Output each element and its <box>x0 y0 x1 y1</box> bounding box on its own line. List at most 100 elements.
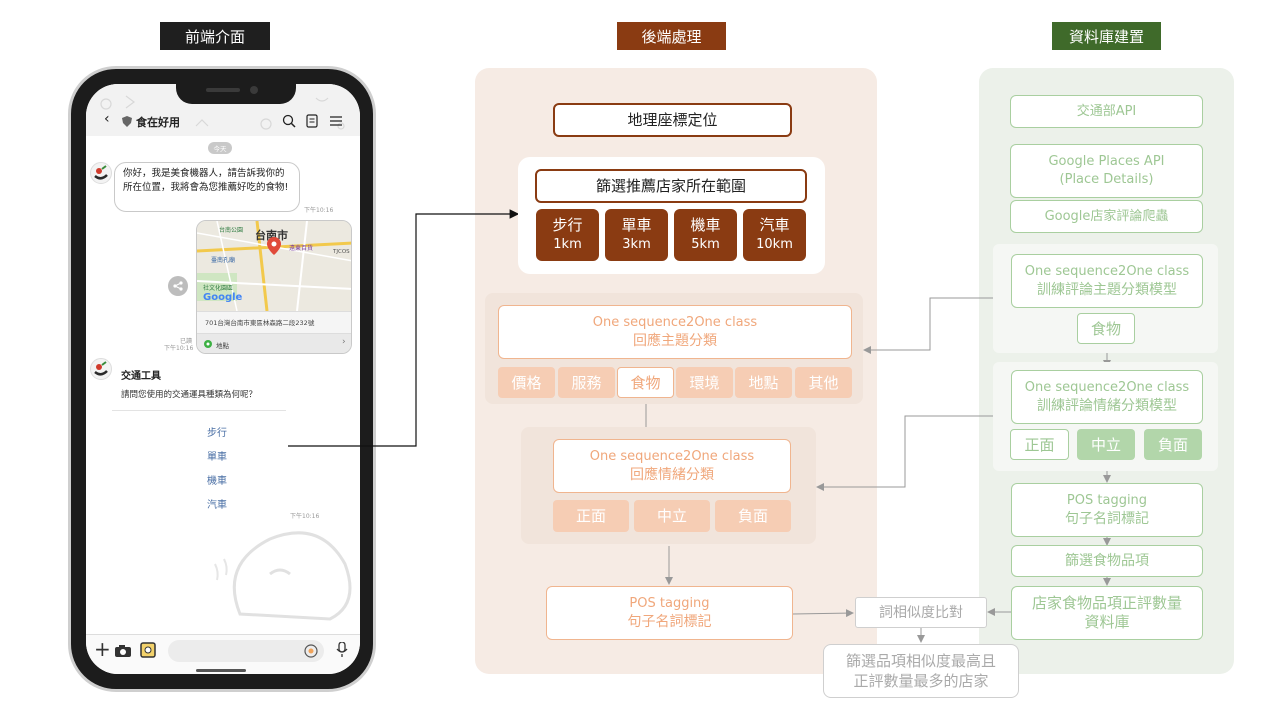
food-label: 食物 <box>1090 319 1121 338</box>
share-icon <box>173 281 183 291</box>
map-pin-icon <box>267 237 281 255</box>
sentiment-classifier-line2: 回應情緒分類 <box>630 467 714 483</box>
sentiment-classifier-line1: One sequence2One class <box>589 449 755 464</box>
map-poi-label: 臺南孔廟 <box>211 257 236 264</box>
transport-walk: 步行 1km <box>536 209 599 261</box>
transport-car: 汽車 10km <box>743 209 806 261</box>
address-text: 701台灣台南市東區林森路二段232號 <box>205 319 315 327</box>
timestamp: 下午10:16 <box>164 345 194 352</box>
read-receipt: 已讀 <box>180 338 193 345</box>
divider <box>112 410 286 411</box>
plus-icon[interactable]: + <box>94 637 111 661</box>
filter-food-box: 篩選食物品項 <box>1011 545 1203 577</box>
frontend-header: 前端介面 <box>160 22 270 50</box>
transport-mode: 汽車 <box>759 216 790 234</box>
option-car[interactable]: 汽車 <box>207 500 227 511</box>
location-label: 地點 <box>216 342 229 350</box>
topic-label: 地點 <box>748 373 779 392</box>
image-icon[interactable] <box>140 642 156 658</box>
option-bike[interactable]: 單車 <box>207 452 227 463</box>
sentiment-classifier-box: One sequence2One class 回應情緒分類 <box>553 439 791 493</box>
topic-model-line1: One sequence2One class <box>1024 264 1190 279</box>
places-api-line1: Google Places API <box>1048 154 1165 169</box>
transport-motorcycle: 機車 5km <box>674 209 737 261</box>
pos-tagging-box: POS tagging 句子名詞標記 <box>546 586 793 640</box>
topic-service: 服務 <box>558 367 615 398</box>
transport-mode: 步行 <box>552 216 583 234</box>
shield-icon <box>122 116 132 127</box>
bot-avatar[interactable] <box>90 358 112 380</box>
bot-avatar[interactable] <box>90 162 112 184</box>
notes-icon[interactable] <box>306 114 318 128</box>
food-database-line1: 店家食物品項正評數量 <box>1031 594 1182 612</box>
menu-icon[interactable] <box>330 115 342 127</box>
camera-icon[interactable] <box>114 644 132 658</box>
chevron-right-icon: › <box>342 337 346 347</box>
result-box: 篩選品項相似度最高且 正評數量最多的店家 <box>823 644 1019 698</box>
db-sentiment-positive: 正面 <box>1010 429 1069 460</box>
phone-notch <box>176 82 296 104</box>
topic-label: 其他 <box>808 373 839 392</box>
transport-bike: 單車 3km <box>605 209 668 261</box>
sentiment-neutral: 中立 <box>634 500 710 532</box>
sentiment-label: 正面 <box>1024 435 1055 454</box>
phone-screen: ‹ 食在好用 今天 你好，我是美食機器人，請告訴我你的所在位置，我將會為您推薦好… <box>86 84 360 674</box>
food-database-box: 店家食物品項正評數量 資料庫 <box>1011 586 1203 640</box>
food-chip: 食物 <box>1077 313 1135 344</box>
sentiment-label: 正面 <box>575 507 606 525</box>
date-chip: 今天 <box>208 142 232 154</box>
food-database-line2: 資料庫 <box>1084 613 1130 631</box>
db-sentiment-negative: 負面 <box>1144 429 1202 460</box>
map-city-label: 台南市 <box>255 229 288 242</box>
transport-api-box: 交通部API <box>1010 95 1203 128</box>
topic-model-line2: 訓練評論主題分類模型 <box>1037 282 1177 298</box>
search-icon[interactable] <box>282 114 296 128</box>
map-poi-label: 社文化園區 <box>203 285 234 292</box>
sentiment-model-line1: One sequence2One class <box>1024 380 1190 395</box>
map-poi-label: TJCOS <box>333 249 350 255</box>
geo-positioning-label: 地理座標定位 <box>627 111 718 129</box>
topic-classifier-box: One sequence2One class 回應主題分類 <box>498 305 852 359</box>
sentiment-positive: 正面 <box>553 500 629 532</box>
backend-header: 後端處理 <box>617 22 726 50</box>
places-api-box: Google Places API (Place Details) <box>1010 144 1203 198</box>
db-pos-tagging-line2: 句子名詞標記 <box>1065 511 1149 527</box>
pos-tagging-line1: POS tagging <box>629 596 710 611</box>
sentiment-label: 負面 <box>737 507 768 525</box>
timestamp: 下午10:16 <box>304 207 334 214</box>
share-button[interactable] <box>168 276 188 296</box>
microphone-icon[interactable] <box>336 642 348 658</box>
similarity-box: 詞相似度比對 <box>855 597 987 628</box>
topic-price: 價格 <box>498 367 555 398</box>
option-walk[interactable]: 步行 <box>207 428 227 439</box>
transport-distance: 1km <box>553 237 582 252</box>
topic-label: 環境 <box>689 373 720 392</box>
google-logo: Google <box>203 292 243 303</box>
review-crawler-label: Google店家評論爬蟲 <box>1044 208 1169 224</box>
card-title: 交通工具 <box>121 371 161 382</box>
transport-mode: 單車 <box>621 216 652 234</box>
front-camera-icon <box>250 86 258 94</box>
timestamp: 下午10:16 <box>290 513 320 520</box>
home-indicator <box>196 669 246 672</box>
topic-classifier-line2: 回應主題分類 <box>633 333 717 349</box>
option-motorcycle[interactable]: 機車 <box>207 476 227 487</box>
transport-mode: 機車 <box>690 216 721 234</box>
transport-distance: 5km <box>691 237 720 252</box>
topic-classifier-line1: One sequence2One class <box>592 315 758 330</box>
back-chevron-icon[interactable]: ‹ <box>104 111 110 127</box>
topic-location: 地點 <box>735 367 792 398</box>
message-input[interactable] <box>168 640 324 662</box>
map-poi-label: 台南公園 <box>219 227 244 234</box>
pos-tagging-line2: 句子名詞標記 <box>627 614 712 630</box>
map-card[interactable]: 台南市 台南公園 遠東百貨 臺南孔廟 社文化園區 TJCOS Google 70… <box>196 220 352 354</box>
range-filter-title: 篩選推薦店家所在範圍 <box>595 177 746 195</box>
topic-label: 食物 <box>630 373 661 392</box>
topic-model-box: One sequence2One class 訓練評論主題分類模型 <box>1011 254 1203 308</box>
emoji-icon[interactable] <box>304 644 318 658</box>
transport-distance: 10km <box>756 237 793 252</box>
card-question: 請問您使用的交通運具種類為何呢？ <box>121 390 258 400</box>
sentiment-label: 中立 <box>656 507 687 525</box>
topic-food: 食物 <box>617 367 674 398</box>
map-poi-label: 遠東百貨 <box>289 245 314 252</box>
